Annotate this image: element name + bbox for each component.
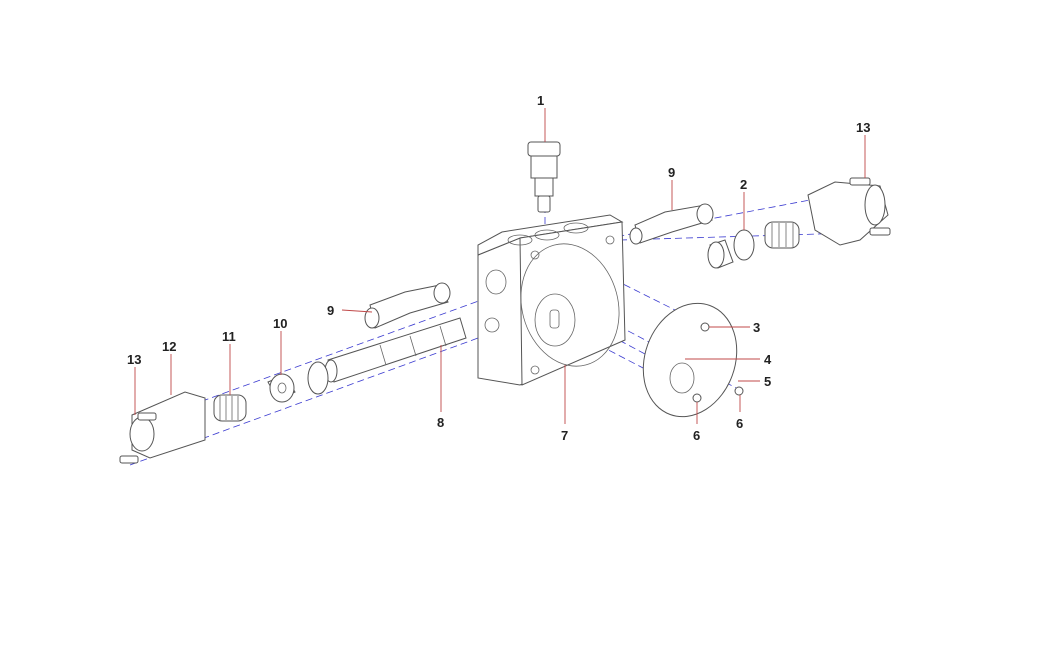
callout-3: 3 bbox=[753, 320, 760, 335]
callout-4: 4 bbox=[764, 352, 772, 367]
callout-5: 5 bbox=[764, 374, 771, 389]
callout-9-right: 9 bbox=[668, 165, 675, 180]
callout-12: 12 bbox=[162, 339, 176, 354]
callout-7: 7 bbox=[561, 428, 568, 443]
part-10-sleeve bbox=[267, 373, 296, 403]
spring-right bbox=[764, 221, 800, 249]
part-11-spring bbox=[213, 394, 247, 422]
leader-lines bbox=[134, 108, 866, 424]
callout-1: 1 bbox=[537, 93, 544, 108]
gasket-plate bbox=[642, 302, 744, 418]
callouts: 1 9 13 2 9 10 11 12 13 8 7 6 6 3 4 5 bbox=[127, 93, 870, 443]
callout-10: 10 bbox=[273, 316, 287, 331]
sleeve-right bbox=[707, 239, 734, 269]
callout-6-left: 6 bbox=[693, 428, 700, 443]
callout-6-right: 6 bbox=[736, 416, 743, 431]
o-ring-left bbox=[307, 361, 329, 395]
valve-body bbox=[477, 214, 626, 386]
callout-8: 8 bbox=[437, 415, 444, 430]
callout-13-right: 13 bbox=[856, 120, 870, 135]
callout-13-left: 13 bbox=[127, 352, 141, 367]
part-2-o-ring bbox=[733, 229, 755, 261]
part-9-cartridge-left bbox=[364, 282, 451, 329]
callout-2: 2 bbox=[740, 177, 747, 192]
callout-9-left: 9 bbox=[327, 303, 334, 318]
end-cover-right bbox=[807, 177, 891, 246]
part-9-cartridge-right bbox=[629, 203, 714, 245]
callout-11: 11 bbox=[222, 329, 236, 344]
part-12-end-cover-left bbox=[119, 391, 206, 464]
part-1-relief-cartridge bbox=[527, 141, 561, 213]
